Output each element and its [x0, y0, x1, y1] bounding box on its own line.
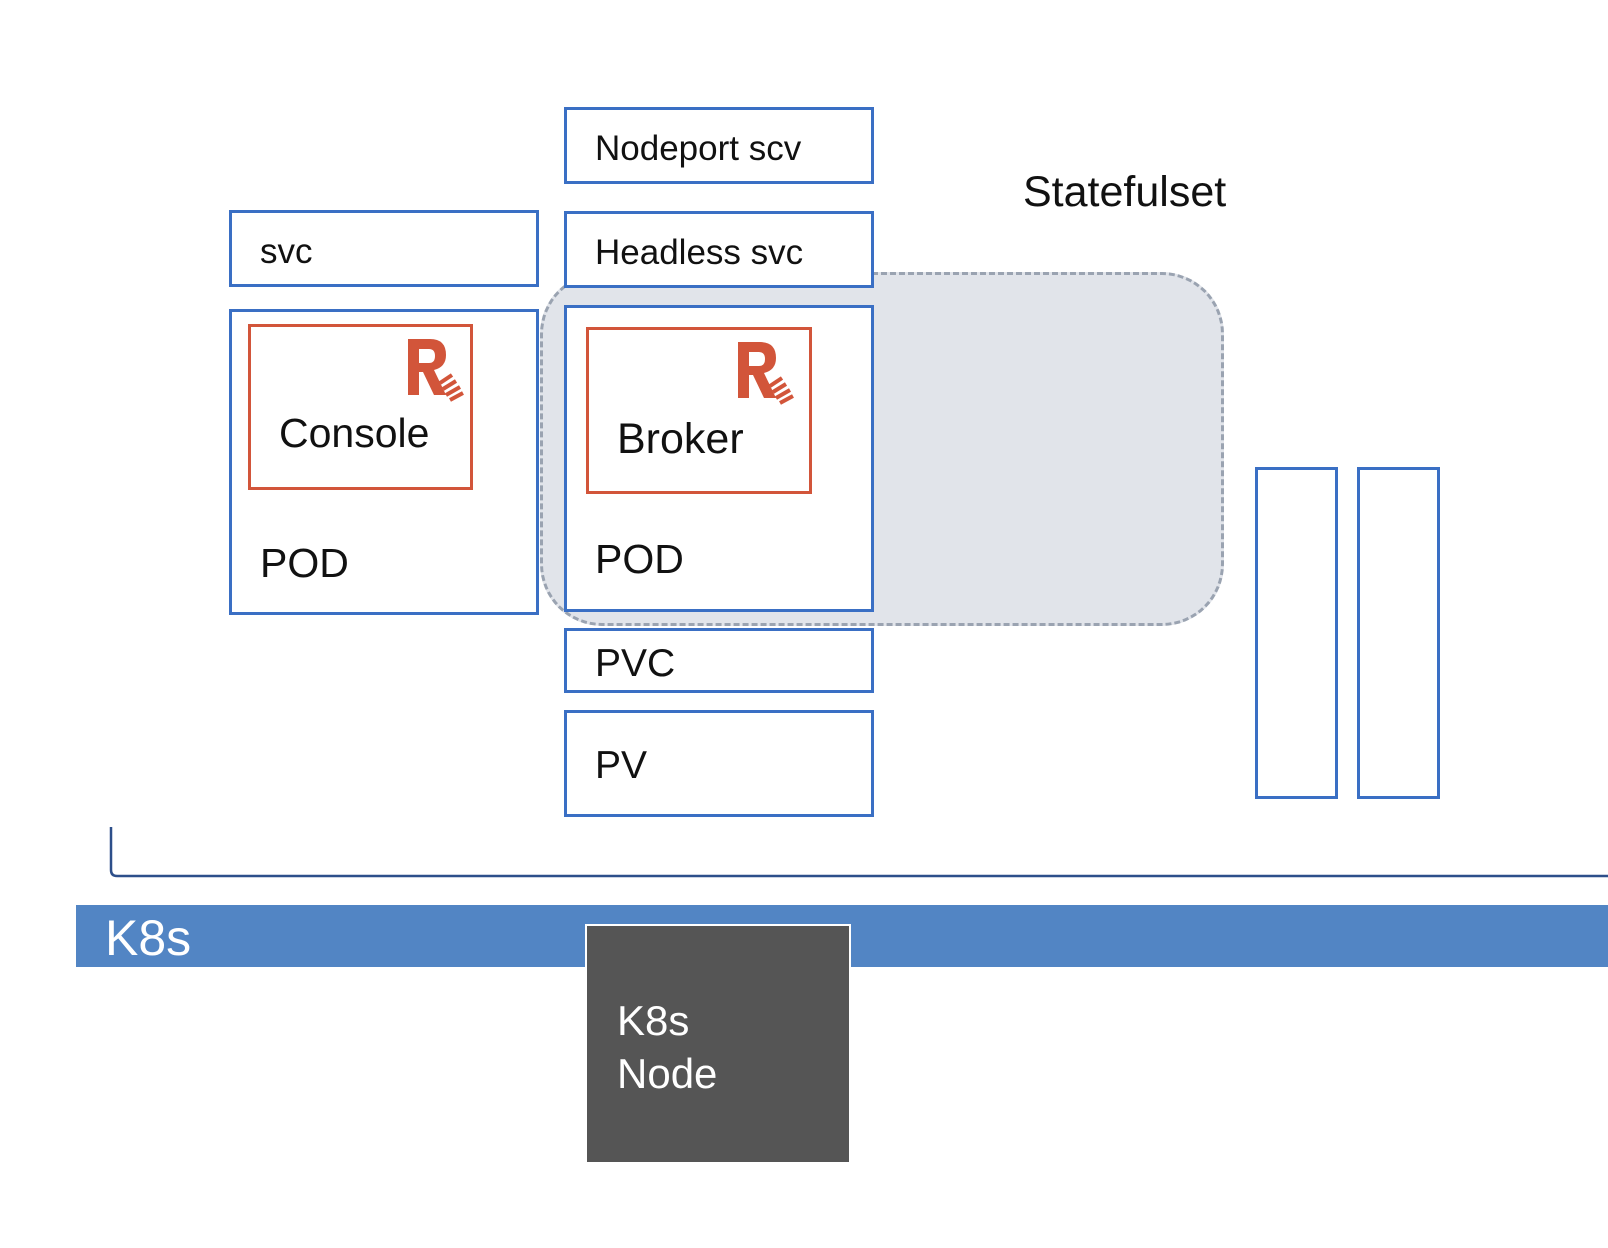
- empty-box-1: [1255, 467, 1338, 799]
- broker-pod-box: Broker POD: [564, 305, 874, 612]
- svc-box: svc: [229, 210, 539, 287]
- pv-label: PV: [595, 744, 648, 787]
- r-logo-icon: [408, 339, 464, 402]
- headless-svc-label: Headless svc: [595, 233, 804, 272]
- console-pod-box: Console POD: [229, 309, 539, 615]
- console-pod-label: POD: [260, 540, 349, 586]
- console-app-box: Console: [248, 324, 473, 490]
- console-label: Console: [279, 410, 430, 456]
- empty-box-2: [1357, 467, 1440, 799]
- k8s-node-box: K8s Node: [585, 924, 851, 1164]
- svc-label: svc: [260, 232, 313, 271]
- broker-pod-label: POD: [595, 536, 684, 582]
- k8s-node-label-line2: Node: [617, 1050, 718, 1097]
- k8s-bar-label: K8s: [105, 910, 192, 966]
- pvc-label: PVC: [595, 642, 676, 685]
- pvc-box: PVC: [564, 628, 874, 693]
- nodeport-svc-label: Nodeport scv: [595, 129, 802, 168]
- broker-app-box: Broker: [586, 327, 812, 494]
- cluster-bracket: [109, 827, 1608, 878]
- pv-box: PV: [564, 710, 874, 817]
- broker-label: Broker: [617, 415, 744, 463]
- headless-svc-box: Headless svc: [564, 211, 874, 288]
- nodeport-svc-box: Nodeport scv: [564, 107, 874, 184]
- k8s-node-label-line1: K8s: [617, 997, 690, 1044]
- r-logo-icon: [738, 342, 794, 405]
- statefulset-label: Statefulset: [1023, 168, 1227, 216]
